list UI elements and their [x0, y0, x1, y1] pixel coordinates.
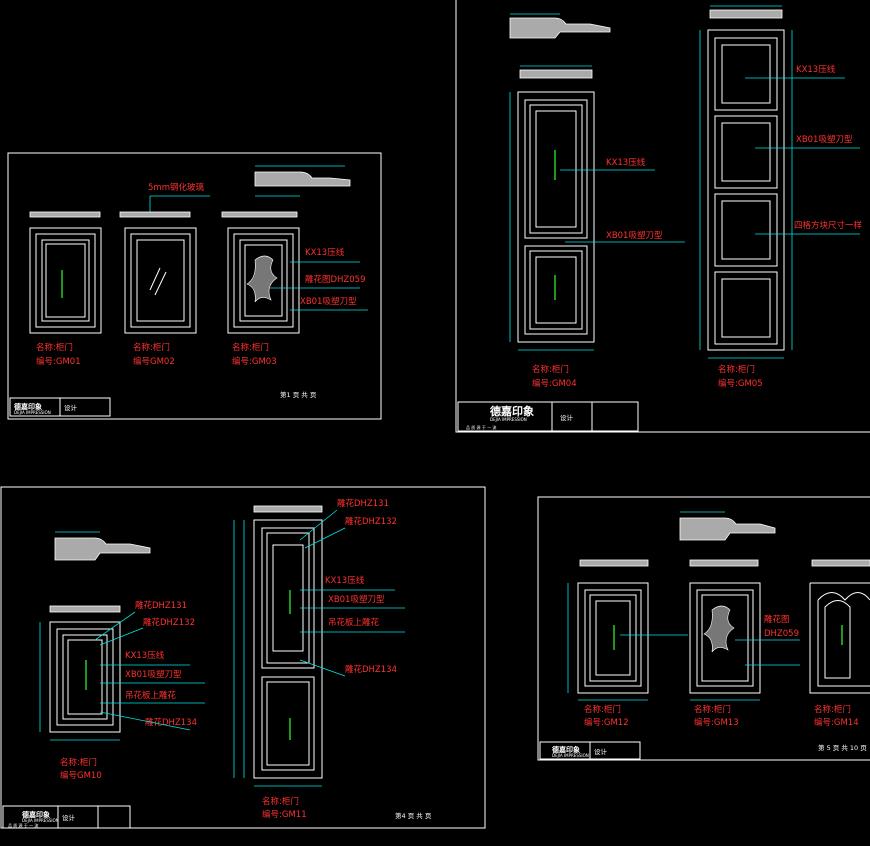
- gm03-code: 编号:GM03: [232, 356, 277, 367]
- gm11-callout-2: 雕花DHZ132: [345, 516, 397, 527]
- gm13-callout-2: DHZ059: [764, 629, 799, 639]
- sheet-1-profile: 5mm钢化玻璃: [148, 165, 351, 214]
- gm10-callout-2: 雕花DHZ132: [143, 617, 195, 628]
- gm05-callout-squares: 四格方块尺寸一样: [794, 220, 863, 231]
- gm12-name: 名称:柜门: [584, 704, 621, 715]
- svg-text:第4 页 共 页: 第4 页 共 页: [395, 811, 432, 820]
- sheet-4-title-block: 德嘉印象 DEJIA IMPRESSION 设计 第 5 页 共 10 页: [539, 741, 867, 760]
- door-gm10: [39, 621, 121, 741]
- door-gm04: [509, 91, 595, 351]
- gm11-callout-3: KX13压线: [325, 575, 365, 586]
- gm05-code: 编号:GM05: [718, 378, 763, 389]
- gm11-code: 编号:GM11: [262, 809, 307, 820]
- door-gm03: [227, 227, 300, 334]
- svg-text:DEJIA IMPRESSION: DEJIA IMPRESSION: [490, 417, 527, 422]
- gm12-code: 编号:GM12: [584, 717, 629, 728]
- gm04-code: 编号:GM04: [532, 378, 577, 389]
- sheet-2: KX13压线 XB01吸塑刀型 KX13压线 XB01吸塑刀型 四格方块尺寸一样…: [455, 0, 870, 433]
- door-gm11: [233, 519, 323, 787]
- gm10-callout-4: XB01吸塑刀型: [125, 670, 182, 680]
- gm13-name: 名称:柜门: [694, 704, 731, 715]
- gm14-code: 编号:GM14: [814, 717, 859, 728]
- gm11-name: 名称:柜门: [262, 796, 299, 807]
- callout-kx13: KX13压线: [305, 247, 345, 258]
- gm10-callout-6: 雕花DHZ134: [145, 717, 197, 728]
- gm10-callout-1: 雕花DHZ131: [135, 600, 187, 611]
- gm11-callout-5: 吊花板上雕花: [328, 617, 380, 628]
- page-caption: 第1 页 共 页: [280, 390, 317, 399]
- gm01-code: 编号:GM01: [36, 356, 81, 367]
- svg-text:DEJIA IMPRESSION: DEJIA IMPRESSION: [552, 753, 589, 758]
- gm10-callout-3: KX13压线: [125, 650, 165, 661]
- door-gm01: [29, 227, 102, 334]
- svg-text:设计: 设计: [62, 813, 76, 822]
- svg-text:品 质 源 于 一 流: 品 质 源 于 一 流: [8, 822, 38, 828]
- door-gm14: [809, 582, 870, 694]
- door-gm13: [689, 582, 761, 701]
- svg-text:第 5 页 共 10 页: 第 5 页 共 10 页: [818, 743, 867, 752]
- gm10-callout-5: 吊花板上雕花: [125, 690, 177, 701]
- gm05-callout-xb01: XB01吸塑刀型: [796, 135, 853, 145]
- gm05-name: 名称:柜门: [718, 364, 755, 375]
- gm02-name: 名称:柜门: [133, 342, 170, 353]
- company-logo: 德嘉印象: [14, 402, 42, 411]
- svg-text:品 质 源 于 一 流: 品 质 源 于 一 流: [466, 424, 496, 430]
- sheet-4: 雕花图 DHZ059 名称:柜门 编号:GM12 名称:柜门 编号:GM13 名…: [537, 496, 870, 761]
- gm01-name: 名称:柜门: [36, 342, 73, 353]
- svg-text:DEJIA IMPRESSION: DEJIA IMPRESSION: [22, 818, 59, 823]
- door-gm12: [567, 582, 688, 701]
- callout-dhz059: 雕花图DHZ059: [305, 274, 365, 285]
- gm11-callout-4: XB01吸塑刀型: [328, 595, 385, 605]
- gm04-callout-kx13: KX13压线: [606, 157, 646, 168]
- gm04-callout-xb01: XB01吸塑刀型: [606, 231, 663, 241]
- door-gm05: [699, 29, 793, 359]
- gm04-name: 名称:柜门: [532, 364, 569, 375]
- gm02-code: 编号GM02: [133, 356, 175, 367]
- sheet-3: 雕花DHZ131 雕花DHZ132 KX13压线 XB01吸塑刀型 吊花板上雕花…: [0, 486, 486, 829]
- glass-note: 5mm钢化玻璃: [148, 182, 204, 193]
- sheet-3-frame: [0, 486, 486, 829]
- callout-xb01: XB01吸塑刀型: [300, 297, 357, 307]
- svg-text:德嘉印象: 德嘉印象: [489, 404, 534, 418]
- sheet-2-title-block: 德嘉印象 DEJIA IMPRESSION 品 质 源 于 一 流 设计: [457, 401, 639, 432]
- svg-text:设计: 设计: [560, 413, 574, 422]
- gm05-callout-kx13: KX13压线: [796, 64, 836, 75]
- door-gm02: [124, 227, 197, 334]
- sheet-2-frame: [455, 0, 870, 433]
- sheet-1-frame: [7, 152, 382, 420]
- svg-text:设计: 设计: [64, 403, 78, 412]
- gm11-callout-6: 雕花DHZ134: [345, 664, 397, 675]
- svg-text:德嘉印象: 德嘉印象: [22, 810, 50, 819]
- sheet-3-title-block: 德嘉印象 DEJIA IMPRESSION 品 质 源 于 一 流 设计 第4 …: [2, 805, 432, 829]
- sheet-1: 5mm钢化玻璃: [7, 152, 382, 420]
- gm13-callout-1: 雕花图: [764, 614, 790, 625]
- gm14-name: 名称:柜门: [814, 704, 851, 715]
- gm10-name: 名称:柜门: [60, 757, 97, 768]
- carving-dhz059: [246, 255, 278, 303]
- carving-gm13: [703, 605, 735, 653]
- sheet-1-title-block: 德嘉印象 DEJIA IMPRESSION 设计 第1 页 共 页: [9, 390, 317, 417]
- gm11-callout-1: 雕花DHZ131: [337, 498, 389, 509]
- gm10-code: 编号GM10: [60, 770, 102, 781]
- svg-text:DEJIA IMPRESSION: DEJIA IMPRESSION: [14, 410, 51, 415]
- gm03-name: 名称:柜门: [232, 342, 269, 353]
- svg-text:设计: 设计: [594, 747, 608, 756]
- gm13-code: 编号:GM13: [694, 717, 739, 728]
- sheet-1-mini-profiles: [29, 211, 298, 218]
- svg-text:德嘉印象: 德嘉印象: [552, 745, 580, 754]
- sheet-4-frame: [537, 496, 870, 761]
